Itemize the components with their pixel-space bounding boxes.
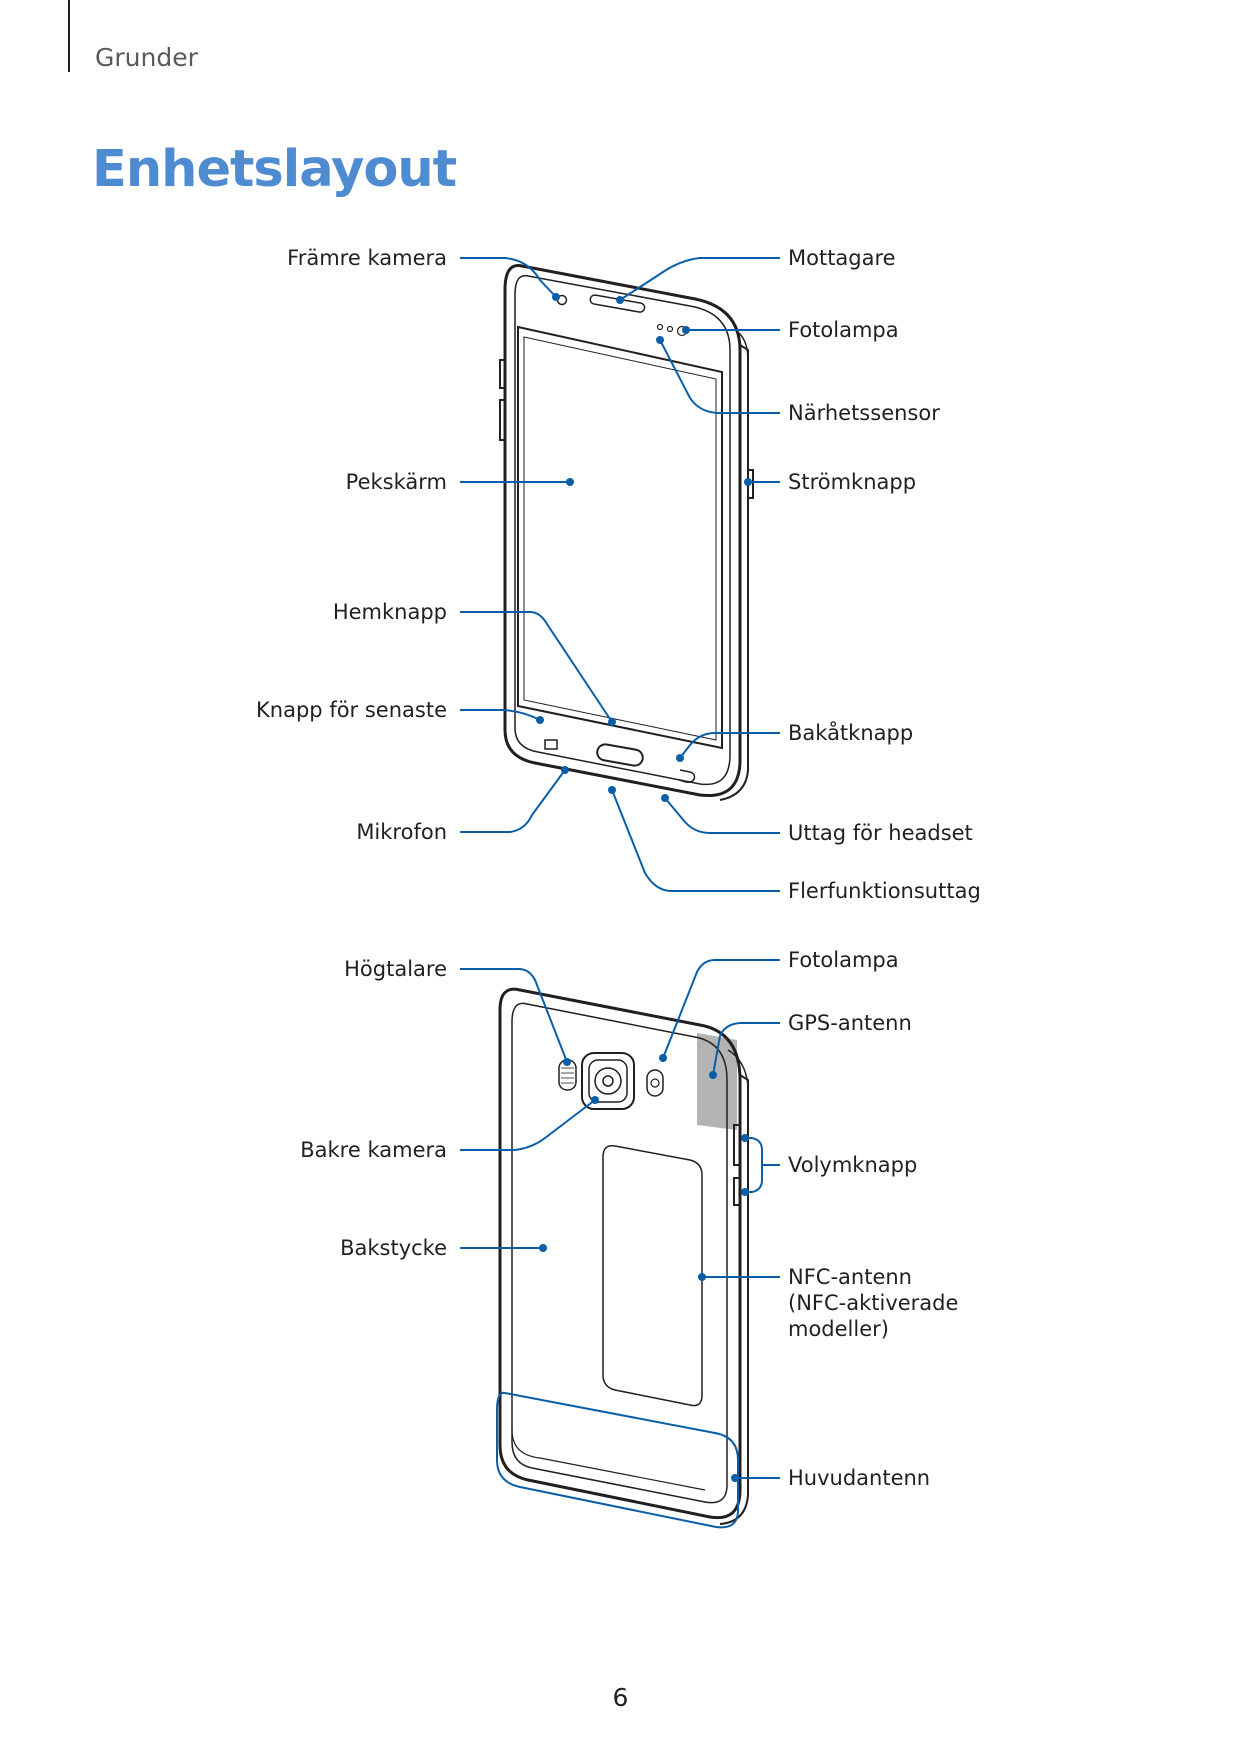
front-callout-dots — [536, 293, 752, 802]
label-main-antenna: Huvudantenn — [788, 1466, 931, 1490]
page-title: Enhetslayout — [92, 140, 457, 199]
label-microphone: Mikrofon — [356, 820, 447, 844]
label-back-cover: Bakstycke — [340, 1236, 447, 1260]
label-rear-flash: Fotolampa — [788, 948, 899, 972]
label-proximity-sensor: Närhetssensor — [788, 401, 940, 425]
nfc-label-line-3: modeller) — [788, 1317, 889, 1341]
section-rule — [68, 0, 70, 72]
label-front-camera: Främre kamera — [287, 246, 447, 270]
label-gps-antenna: GPS-antenn — [788, 1011, 912, 1035]
label-touchscreen: Pekskärm — [345, 470, 447, 494]
label-front-flash: Fotolampa — [788, 318, 899, 342]
label-volume-key: Volymknapp — [788, 1153, 918, 1177]
nfc-label-line-2: (NFC-aktiverade — [788, 1291, 959, 1315]
label-speaker: Högtalare — [344, 957, 447, 981]
back-callout-dots — [539, 1054, 749, 1482]
label-rear-camera: Bakre kamera — [300, 1138, 447, 1162]
front-callout-lines — [460, 257, 780, 892]
main-antenna-outline — [496, 1391, 739, 1529]
label-nfc-antenna: NFC-antenn (NFC-aktiverade modeller) — [788, 1264, 958, 1342]
label-headset-jack: Uttag för headset — [788, 821, 973, 845]
section-title: Grunder — [95, 43, 198, 72]
label-recent-apps-key: Knapp för senaste — [256, 698, 447, 722]
nfc-label-line-1: NFC-antenn — [788, 1265, 912, 1289]
back-callout-lines — [460, 959, 780, 1479]
label-power-key: Strömknapp — [788, 470, 917, 494]
label-earpiece: Mottagare — [788, 246, 896, 270]
label-home-key: Hemknapp — [332, 600, 447, 624]
page-number: 6 — [612, 1683, 629, 1712]
label-back-key: Bakåtknapp — [788, 721, 914, 745]
back-phone-drawing — [498, 987, 749, 1525]
front-phone-drawing — [499, 264, 754, 801]
label-multipurpose-jack: Flerfunktionsuttag — [788, 879, 981, 903]
